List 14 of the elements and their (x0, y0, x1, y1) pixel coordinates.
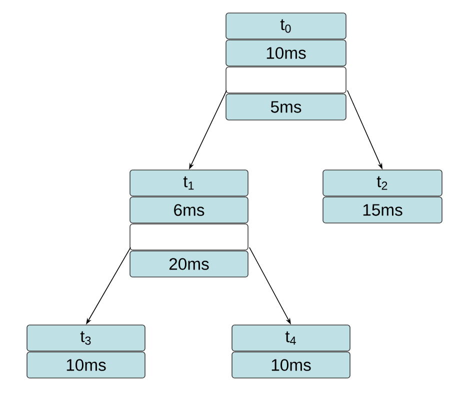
label-cell: t$_{2}$ (322, 170, 442, 196)
duration-cell: 10ms (226, 40, 346, 66)
duration-cell: 5ms (226, 94, 346, 120)
label-cell: t$_{3}$ (26, 324, 146, 352)
duration-cell: 20ms (130, 250, 248, 278)
duration-cell: 6ms (130, 196, 248, 224)
label-cell: t$_{4}$ (232, 324, 350, 352)
empty-cell (226, 66, 346, 94)
empty-cell (130, 224, 248, 250)
label-cell: t$_{0}$ (226, 12, 346, 40)
duration-cell: 15ms (322, 196, 442, 224)
label-cell: t$_{1}$ (130, 170, 248, 196)
duration-cell: 10ms (232, 352, 350, 378)
duration-cell: 10ms (26, 352, 146, 378)
